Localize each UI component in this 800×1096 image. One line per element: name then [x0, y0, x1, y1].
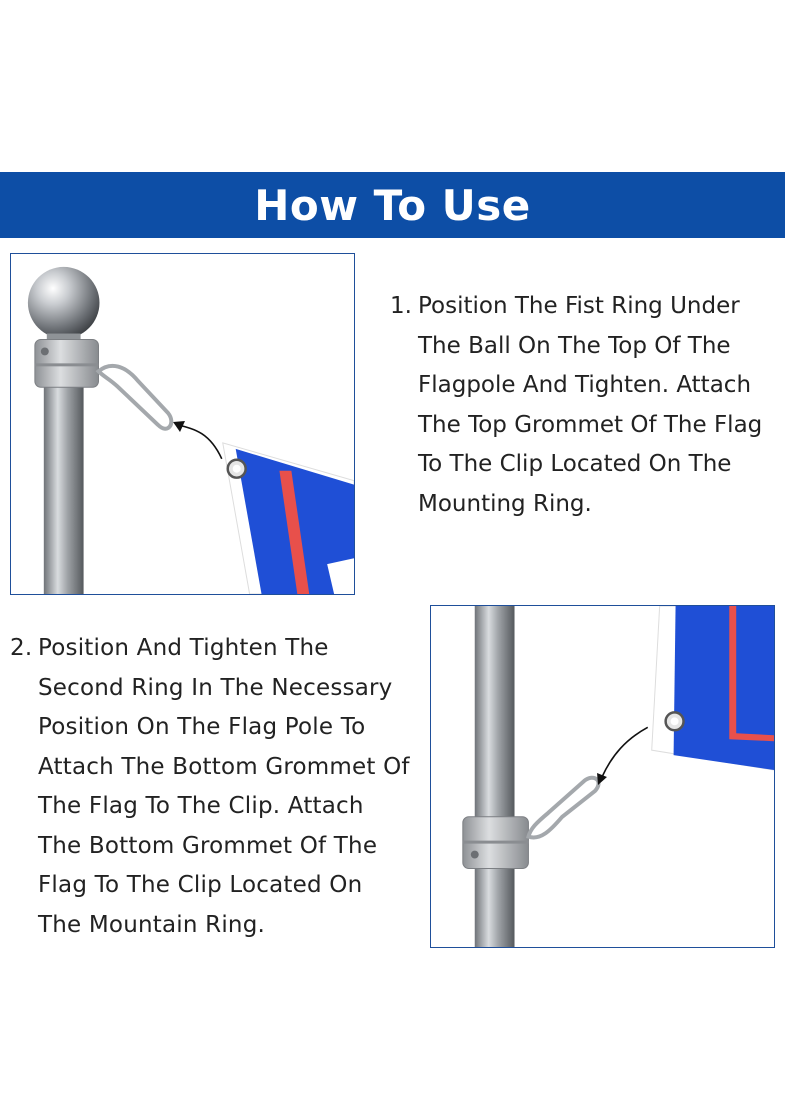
- pole-ball: [27, 266, 100, 339]
- step-1: 1. Position The Fist Ring Under The Ball…: [390, 287, 770, 524]
- bottom-ring-illustration: [430, 605, 775, 948]
- flagpole: [43, 363, 84, 594]
- carabiner-clip: [526, 775, 601, 840]
- carabiner-clip: [95, 363, 174, 431]
- how-to-use-banner: How To Use: [0, 172, 785, 238]
- curved-arrow: [601, 726, 649, 778]
- step-1-number: 1.: [390, 293, 412, 319]
- step-1-text: Position The Fist Ring Under The Ball On…: [418, 293, 763, 517]
- flagpole: [474, 606, 515, 947]
- step-2-number: 2.: [10, 635, 33, 661]
- mounting-ring: [34, 339, 99, 388]
- flag: [651, 606, 774, 771]
- step-2-text: Position And Tighten The Second Ring In …: [38, 635, 410, 938]
- curved-arrow: [177, 424, 223, 460]
- page-title: How To Use: [254, 180, 531, 230]
- step-2: 2. Position And Tighten The Second Ring …: [10, 629, 410, 945]
- flag: [222, 442, 354, 594]
- top-ring-illustration: [10, 253, 355, 595]
